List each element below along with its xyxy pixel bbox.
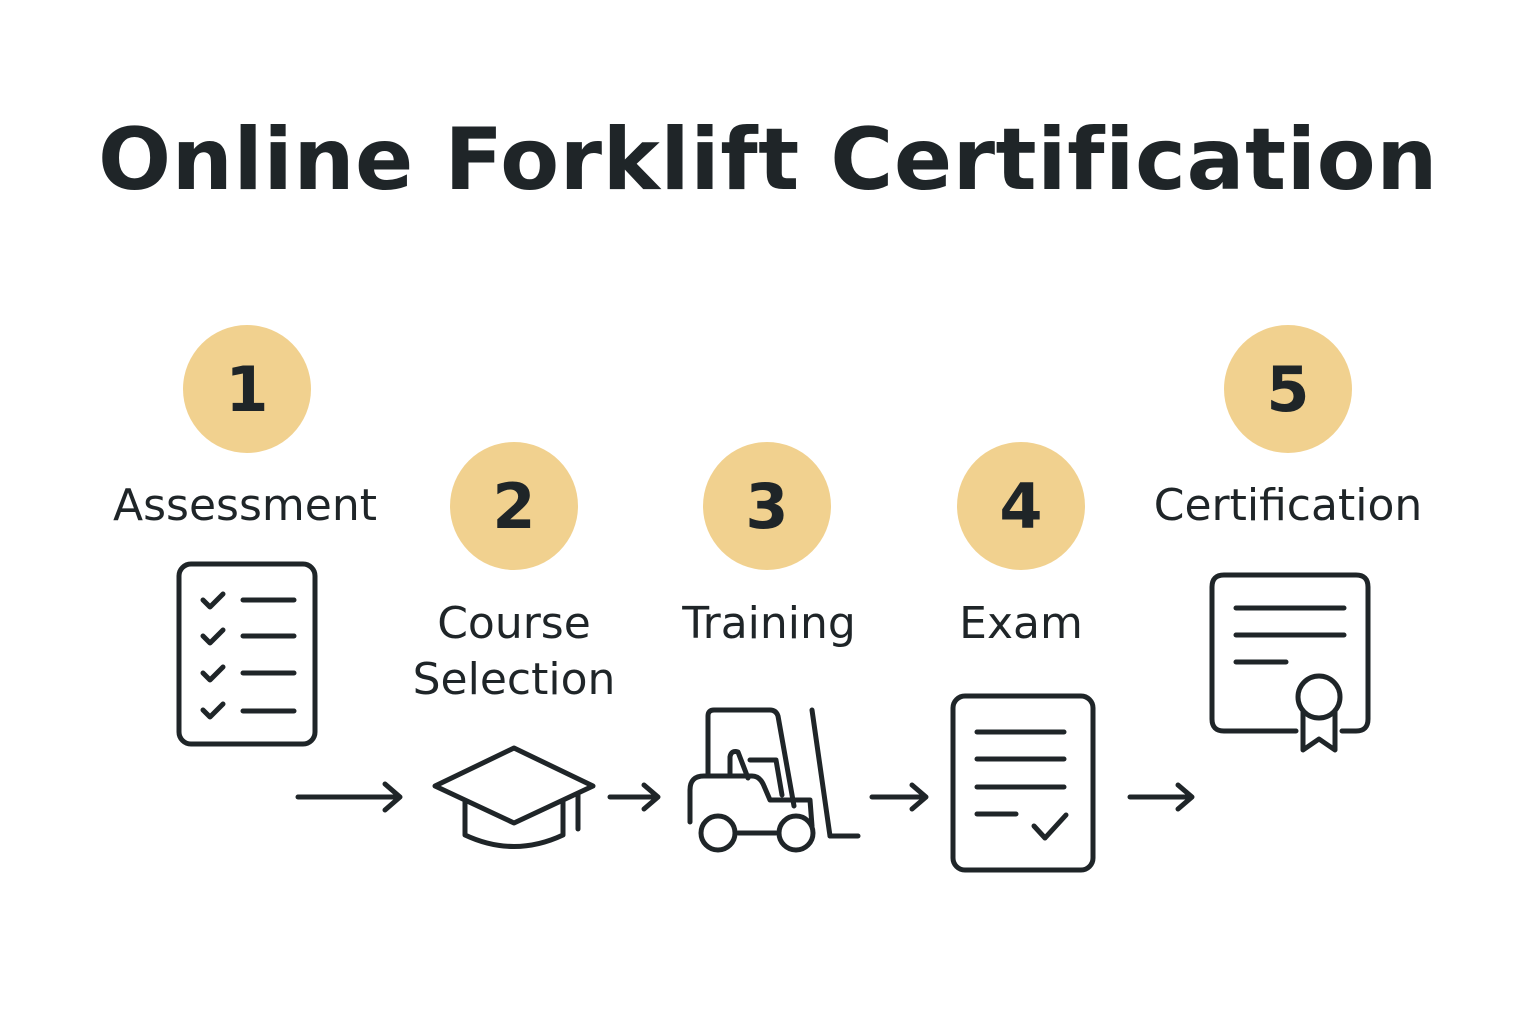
page-title: Online Forklift Certification	[98, 110, 1438, 210]
step-4-badge: 4	[957, 442, 1085, 570]
arrow-right-icon	[607, 782, 661, 812]
step-3-badge: 3	[703, 442, 831, 570]
exam-document-icon	[950, 693, 1096, 873]
step-5-badge: 5	[1224, 325, 1352, 453]
step-2-label: Course Selection	[380, 596, 648, 708]
arrow-right-icon	[869, 782, 929, 812]
step-5-label: Certification	[1130, 478, 1446, 534]
step-5-label-line: Certification	[1153, 480, 1423, 531]
step-2-label-line-2: Selection	[412, 654, 616, 705]
step-3-label: Training	[662, 596, 876, 652]
step-3-label-line: Training	[682, 598, 856, 649]
checklist-icon	[176, 561, 318, 747]
step-1-label-line: Assessment	[113, 480, 377, 531]
step-2-badge: 2	[450, 442, 578, 570]
step-2-label-line-1: Course	[437, 598, 591, 649]
certificate-icon	[1209, 572, 1371, 753]
step-4-label: Exam	[921, 596, 1121, 652]
forklift-icon	[687, 707, 861, 853]
step-1-label: Assessment	[95, 478, 395, 534]
arrow-right-icon	[295, 781, 403, 813]
graduation-cap-icon	[432, 745, 596, 849]
step-1-badge: 1	[183, 325, 311, 453]
step-4-label-line: Exam	[959, 598, 1083, 649]
arrow-right-icon	[1127, 782, 1195, 812]
